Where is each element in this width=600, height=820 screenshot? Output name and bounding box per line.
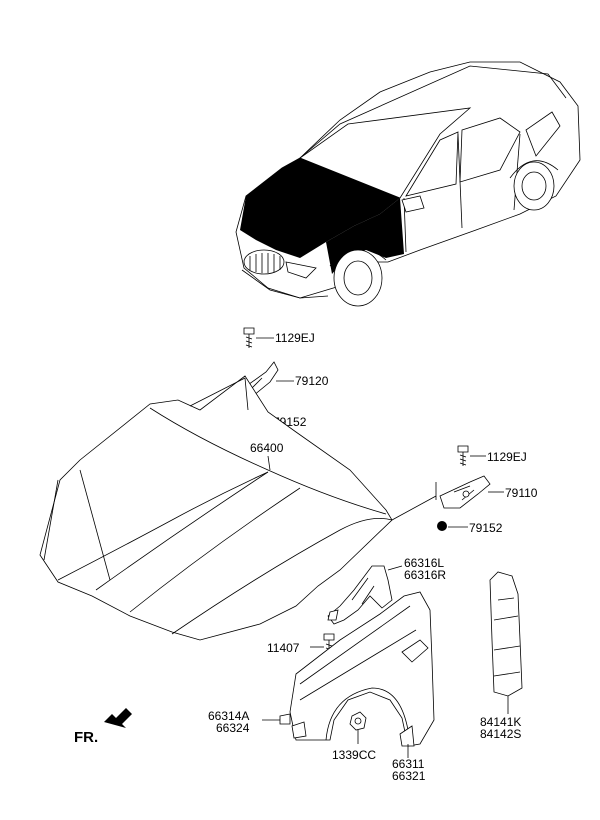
clip-66314a (279, 713, 291, 725)
label-1339cc: 1339CC (332, 748, 376, 762)
car-illustration (235, 61, 581, 307)
label-11407: 11407 (267, 641, 300, 655)
label-1129ej-top: 1129EJ (275, 331, 315, 345)
label-84142s: 84142S (480, 727, 521, 741)
label-66316l: 66316L (404, 556, 444, 570)
hood-66400 (39, 375, 393, 641)
arrow-left-down-icon (104, 708, 132, 728)
label-66316r: 66316R (404, 568, 446, 582)
label-84141k: 84141K (480, 715, 521, 729)
label-79110: 79110 (505, 486, 538, 500)
fender-66311 (289, 591, 435, 747)
label-79120: 79120 (295, 374, 329, 388)
label-66324: 66324 (216, 721, 250, 735)
label-66314a: 66314A (208, 709, 249, 723)
front-label: FR. (74, 729, 98, 746)
hinge-79110 (439, 475, 491, 509)
label-66321: 66321 (392, 769, 426, 783)
label-66400: 66400 (250, 441, 284, 455)
label-79152-right: 79152 (469, 521, 503, 535)
label-1129ej-right: 1129EJ (487, 450, 527, 464)
bolt-1129ej-right (457, 445, 469, 466)
nut-1339cc (349, 711, 367, 731)
panel-84141k (489, 571, 523, 697)
label-66311: 66311 (392, 757, 425, 771)
nut-79152-right (437, 521, 447, 531)
bracket-66316 (327, 565, 393, 625)
bolt-1129ej-top (243, 327, 255, 348)
